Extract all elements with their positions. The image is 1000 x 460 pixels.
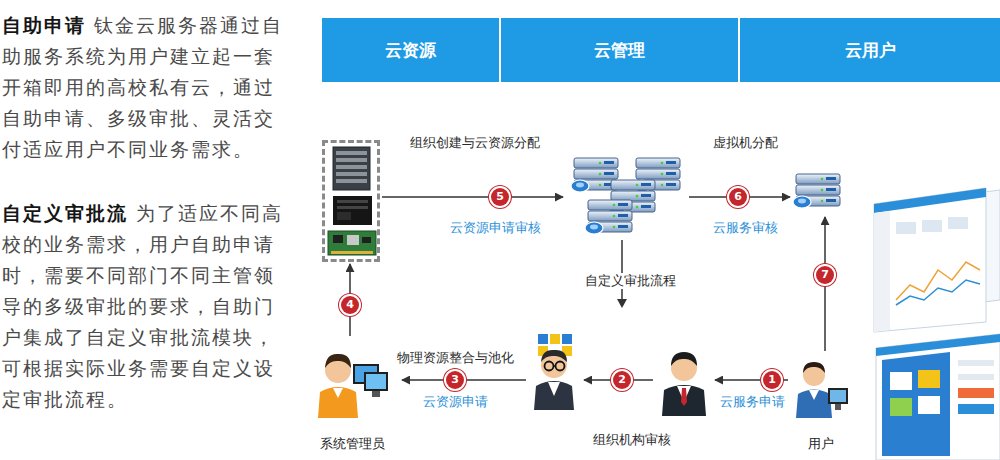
manager-node: [655, 340, 713, 416]
hardware-icon: [328, 147, 376, 255]
header-band: 云管理: [501, 18, 738, 82]
callout-number: 4: [341, 296, 359, 314]
portal-screenshots: [874, 188, 1000, 460]
leader-line: [621, 240, 623, 300]
approver-node: [528, 330, 582, 412]
header-band: 云资源: [322, 18, 499, 82]
header-band: 云用户: [740, 18, 1000, 82]
edge-label: 云服务审核: [711, 220, 780, 236]
callout-number: 6: [729, 188, 747, 206]
callout-number: 3: [446, 371, 464, 389]
edge-label: 云资源申请: [421, 394, 490, 410]
text-paragraph: 自助申请钛金云服务器通过自助服务系统为用户建立起一套开箱即用的高校私有云，通过自…: [2, 10, 289, 165]
paragraph-heading: 自助申请: [2, 14, 86, 36]
server-cluster-icon: [571, 158, 680, 234]
flow-arrow: [382, 196, 563, 198]
diagram-label: 物理资源整合与池化: [395, 350, 516, 366]
flow-arrow: [402, 379, 526, 381]
diagram-label: 组织创建与云资源分配: [408, 135, 542, 151]
edge-label: 云资源申请审核: [448, 220, 543, 236]
callout-number: 1: [763, 371, 781, 389]
flow-arrow: [824, 217, 826, 351]
approver-figure: [534, 334, 574, 410]
user-node: 用户: [790, 353, 852, 453]
admin-figure: [318, 354, 388, 418]
node-text: 系统管理员: [318, 435, 387, 453]
user-figure: [796, 362, 848, 418]
node-text: 云管理: [594, 39, 645, 62]
diagram-label: 虚拟机分配: [711, 135, 780, 151]
node-text: 云用户: [845, 39, 896, 62]
callout-number: 2: [613, 371, 631, 389]
vm-server: [792, 168, 842, 215]
node-text: 云资源: [385, 39, 436, 62]
diagram-label: 组织机构审核: [591, 432, 673, 448]
leader-arrowhead: [617, 299, 627, 308]
diagram-label: 自定义审批流程: [583, 273, 678, 289]
callout-number: 7: [816, 266, 834, 284]
paragraph-heading: 自定义审批流: [2, 202, 128, 224]
admin-node: 系统管理员: [305, 338, 400, 453]
callout-number: 5: [491, 188, 509, 206]
node-text: 用户: [806, 435, 836, 453]
text-paragraph: 自定义审批流为了适应不同高校的业务需求，用户自助申请时，需要不同部门不同主管领导…: [2, 198, 289, 415]
server-cluster: [565, 148, 687, 236]
manager-figure: [662, 352, 706, 416]
edge-label: 云服务申请: [718, 394, 787, 410]
paragraph-body: 为了适应不同高校的业务需求，用户自助申请时，需要不同部门不同主管领导的多级审批的…: [2, 202, 283, 410]
vm-server-icon: [793, 174, 840, 208]
hardware-box: [322, 140, 380, 262]
